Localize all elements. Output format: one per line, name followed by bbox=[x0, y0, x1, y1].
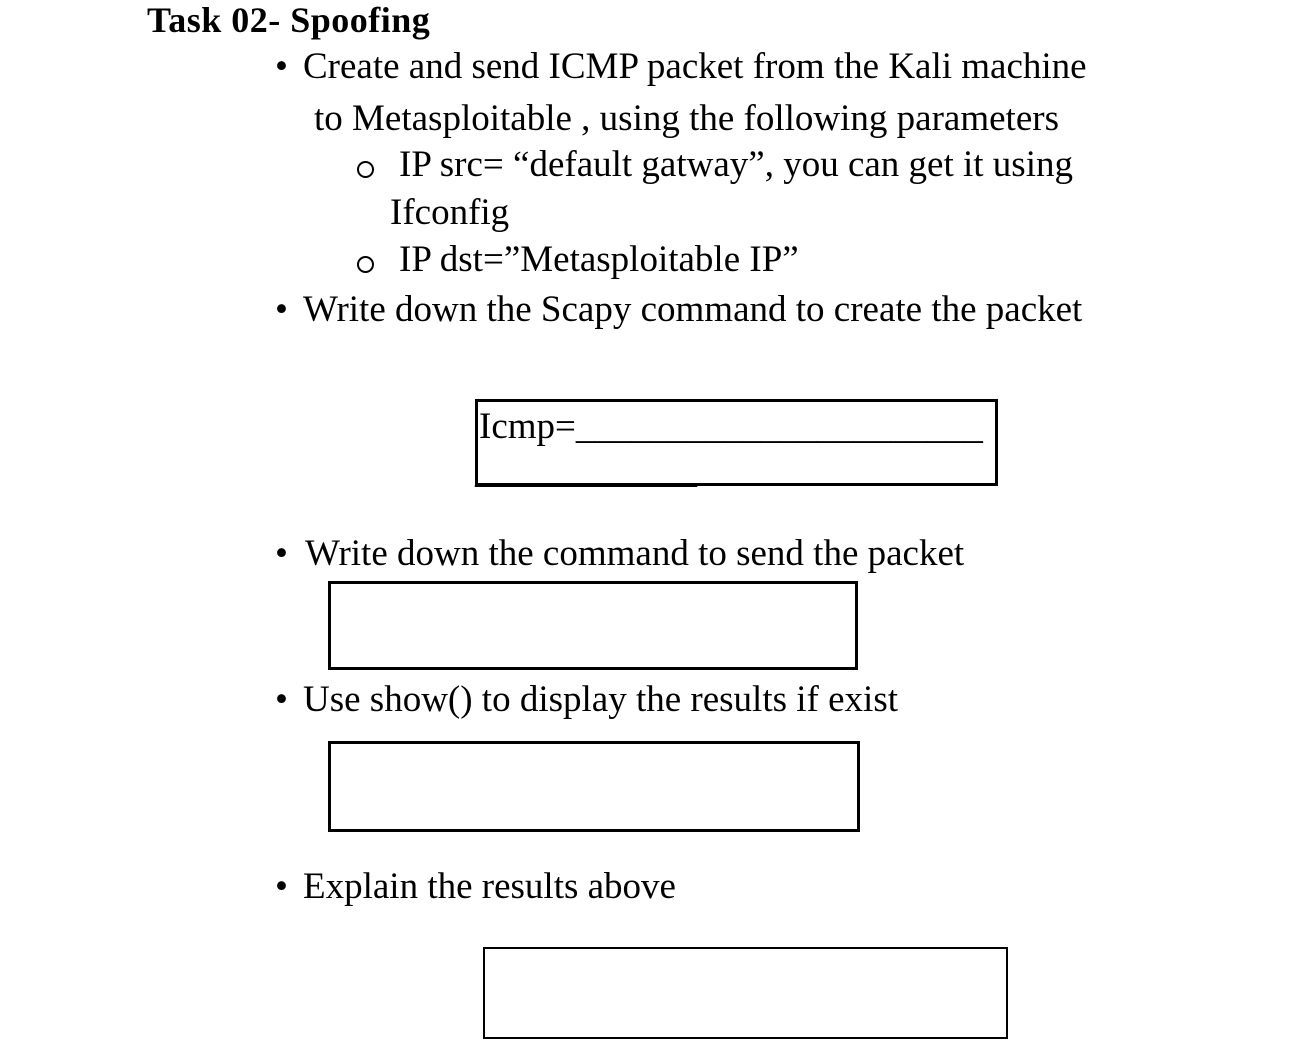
bullet-create-send-line1: Create and send ICMP packet from the Kal… bbox=[303, 46, 1087, 87]
icmp-overflow-blank-line: ____________ bbox=[475, 450, 697, 491]
bullet-send-packet: Write down the command to send the packe… bbox=[305, 533, 965, 574]
circle-bullet-icon bbox=[357, 161, 374, 178]
page-title: Task 02- Spoofing bbox=[147, 0, 431, 40]
sub-bullet-ip-src-line1: IP src= “default gatway”, you can get it… bbox=[399, 144, 1073, 185]
icmp-answer-line: Icmp=______________________ bbox=[479, 408, 983, 445]
bullet-icon: • bbox=[275, 679, 288, 720]
icmp-blank-line: ______________________ bbox=[575, 406, 983, 447]
bullet-explain: Explain the results above bbox=[303, 866, 676, 907]
answer-box-show-output[interactable] bbox=[328, 741, 860, 832]
bullet-icon: • bbox=[275, 289, 288, 330]
sub-bullet-ip-src-line2: Ifconfig bbox=[390, 192, 510, 233]
bullet-create-send-line2: to Metasploitable , using the following … bbox=[314, 98, 1059, 139]
answer-box-icmp-command[interactable] bbox=[475, 399, 998, 486]
circle-bullet-icon bbox=[357, 256, 374, 273]
bullet-icon: • bbox=[275, 533, 288, 574]
answer-box-send-command[interactable] bbox=[328, 581, 858, 670]
bullet-icon: • bbox=[275, 866, 288, 907]
bullet-scapy-create: Write down the Scapy command to create t… bbox=[303, 289, 1083, 330]
icmp-label: Icmp= bbox=[479, 406, 576, 447]
sub-bullet-ip-dst: IP dst=”Metasploitable IP” bbox=[399, 239, 799, 280]
bullet-icon: • bbox=[275, 46, 288, 87]
bullet-use-show: Use show() to display the results if exi… bbox=[303, 679, 898, 720]
answer-box-explanation[interactable] bbox=[483, 947, 1008, 1039]
